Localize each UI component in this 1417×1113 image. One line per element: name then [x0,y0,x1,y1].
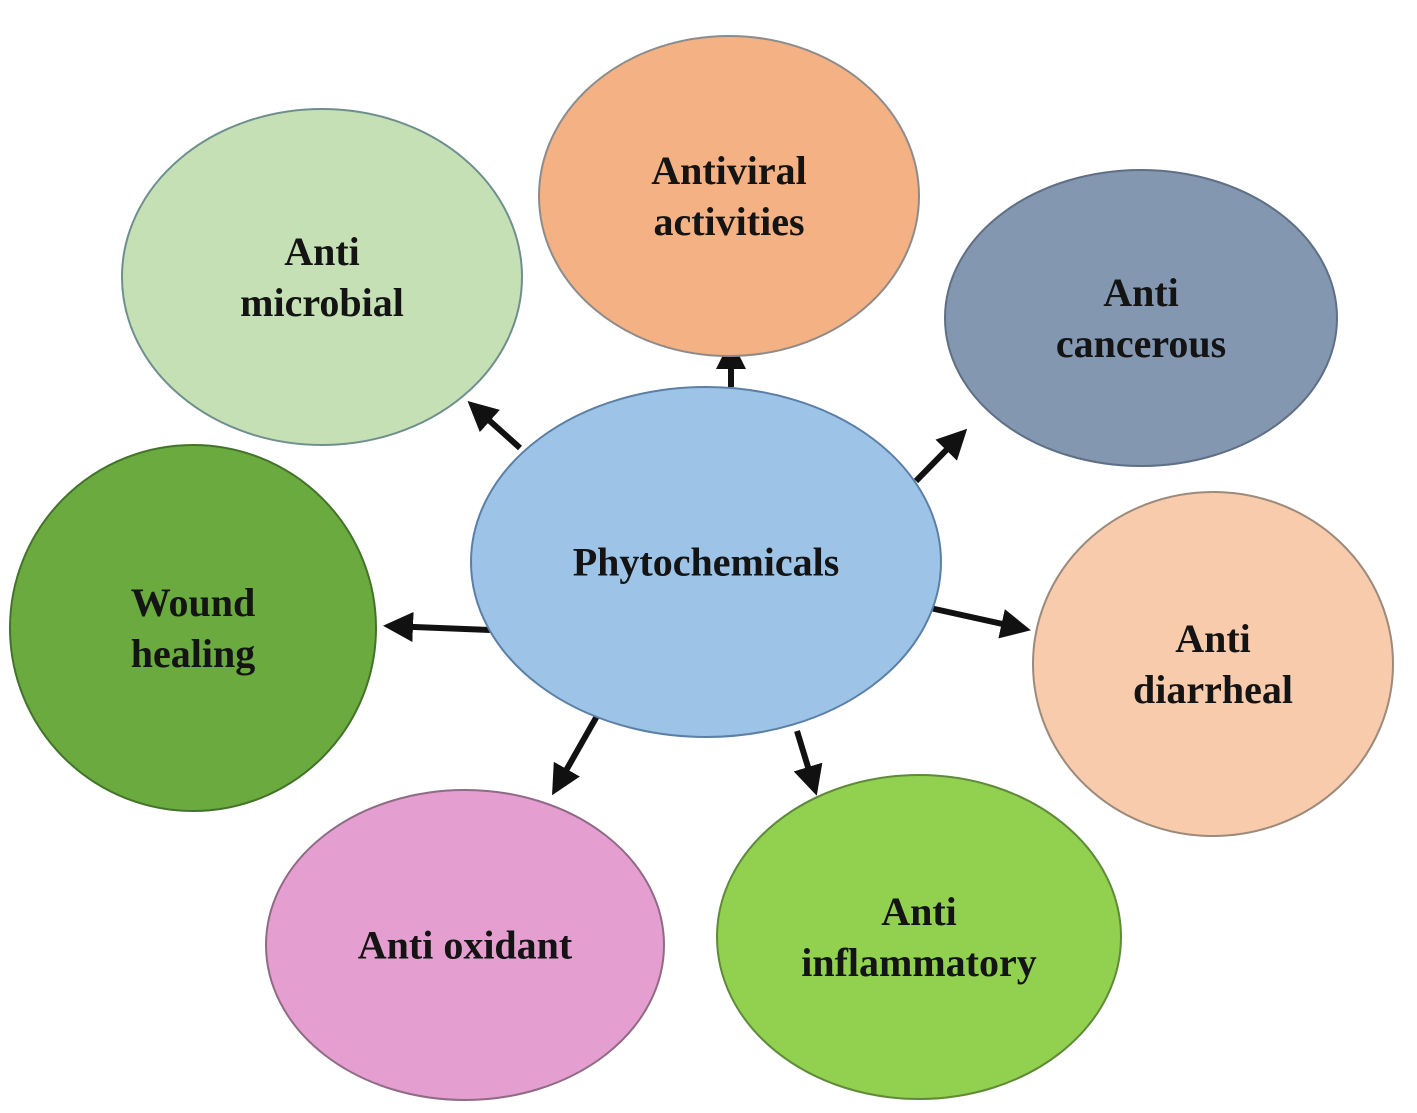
arrow-to-anti-inflammatory [793,730,823,796]
arrow-to-wound-healing [383,611,491,642]
arrow-to-anti-diarrheal [920,603,1031,639]
anti-oxidant-node-label-line-1: Anti oxidant [358,923,573,968]
arrow-to-anti-cancerous [913,428,968,484]
anti-microbial-node-label-line-2: microbial [240,280,404,325]
anti-microbial-node-label-line-1: Anti [284,229,360,274]
anti-cancerous-node-label-line-1: Anti [1103,270,1179,315]
anti-oxidant-node-ellipse [265,789,665,1101]
arrow-to-anti-microbial [467,400,523,451]
antiviral-activities-node-label-line-2: activities [653,199,804,244]
anti-microbial-node-group: Anti microbial [121,108,523,446]
phytochemicals-label-line-1: Phytochemicals [573,540,840,585]
anti-inflammatory-node-ellipse [716,774,1122,1100]
anti-microbial-node-ellipse [121,108,523,446]
wound-healing-node-label-line-2: healing [131,631,255,676]
anti-diarrheal-node-ellipse [1032,491,1394,837]
anti-cancerous-node-label-line-2: cancerous [1056,321,1226,366]
nodes: AntiviralactivitiesAnticancerousAntidiar… [9,35,1394,1101]
arrow-to-anti-oxidant [552,714,600,796]
anti-diarrheal-node-label-line-1: Anti [1175,616,1251,661]
antiviral-activities-node-ellipse [538,35,920,357]
wound-healing-node-label-line-1: Wound [131,580,256,625]
antiviral-activities-node-group: Antiviral activities [538,35,920,357]
wound-healing-node-ellipse [9,444,377,812]
anti-inflammatory-node-group: Anti inflammatory [716,774,1122,1100]
anti-inflammatory-node-label-line-1: Anti [881,889,957,934]
anti-inflammatory-node-label-line-2: inflammatory [801,940,1037,985]
anti-oxidant-node-group: Anti oxidant [265,789,665,1101]
phytochemicals-ellipse [470,386,942,738]
center-node: Phytochemicals [470,386,942,738]
anti-cancerous-node-group: Anti cancerous [944,169,1338,467]
antiviral-activities-node-label-line-1: Antiviral [651,148,807,193]
arrows [383,339,1031,796]
wound-healing-node-group: Wound healing [9,444,377,812]
anti-diarrheal-node-group: Anti diarrheal [1032,491,1394,837]
anti-cancerous-node-ellipse [944,169,1338,467]
anti-diarrheal-node-label-line-2: diarrheal [1133,667,1293,712]
phytochemicals-group: Phytochemicals [470,386,942,738]
